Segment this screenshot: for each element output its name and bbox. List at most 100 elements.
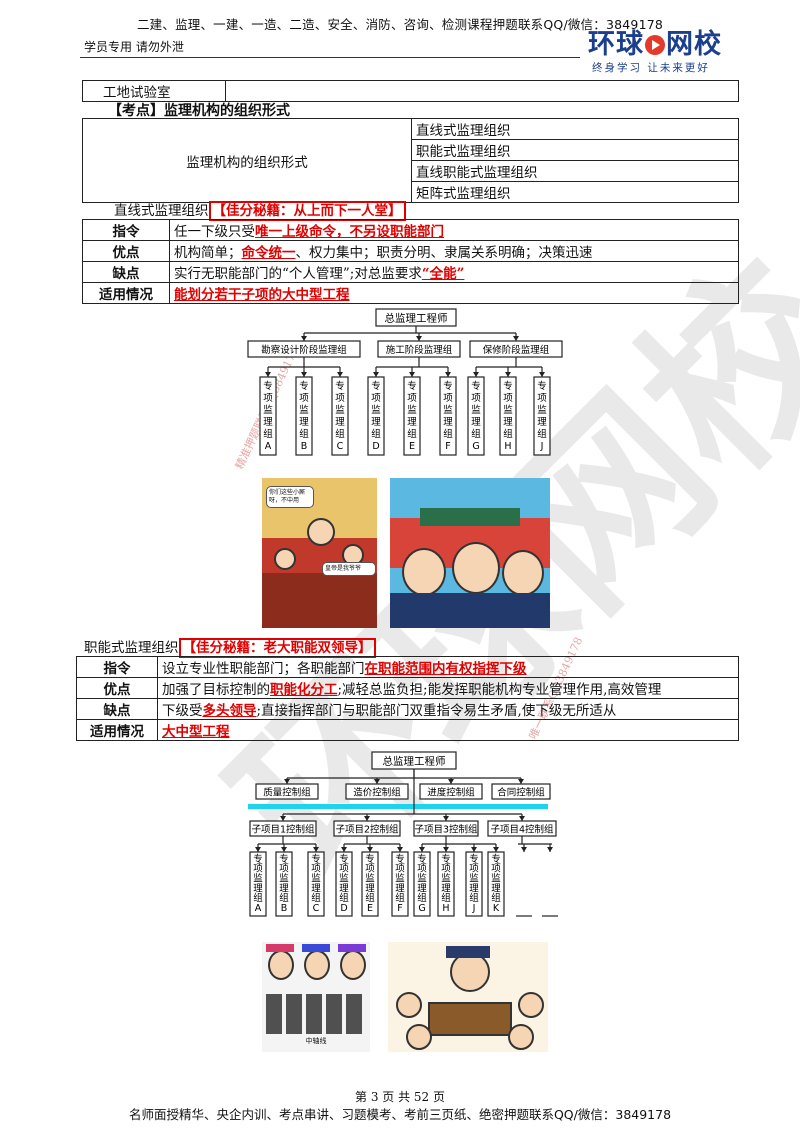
chart-leaf-char: 监: [441, 873, 451, 885]
chart-leaf-char: 理: [491, 883, 501, 894]
chart-leaf-char: 项: [335, 393, 345, 404]
chart-leaf-char: C: [337, 441, 344, 452]
chart-leaf-char: 组: [417, 892, 427, 904]
chart-leaf-char: 专: [407, 380, 417, 392]
chart-leaf-char: 组: [253, 892, 263, 904]
chart-leaf-char: 理: [335, 417, 345, 428]
chart-leaf-char: D: [340, 903, 347, 914]
highlight-span: 命令统一: [241, 245, 296, 261]
highlight-span: 职能化分工: [270, 682, 338, 698]
highlight-span: “全能”: [421, 266, 465, 282]
chart-function-box: [345, 783, 409, 800]
chart-leaf-char: 项: [299, 393, 309, 404]
page-number: 第 3 页 共 52 页: [355, 1090, 445, 1104]
chart-function-box: [491, 783, 551, 800]
highlight-span: 在职能范围内有权指挥下级: [364, 661, 527, 677]
chart-leaf-char: 专: [503, 380, 513, 392]
top-row-cell: 工地试验室: [82, 80, 226, 102]
chart-leaf-char: 监: [253, 873, 263, 885]
chart-leaf-char: E: [409, 441, 415, 452]
linear-table: 指令 任一下级只受唯一上级命令，不另设职能部门 优点 机构简单；命令统一、权力集…: [82, 219, 739, 304]
chart-leaf-char: 监: [471, 404, 481, 416]
chart-leaf-box: [259, 376, 277, 456]
chart-leaf-char: 项: [279, 864, 289, 875]
highlight-span: 能划分若干子项的大中型工程: [174, 287, 350, 303]
row-value: 能划分若干子项的大中型工程: [169, 282, 739, 304]
row-label: 适用情况: [76, 719, 158, 741]
chart-leaf-box: [437, 851, 455, 917]
chart-leaf-char: 专: [339, 853, 349, 865]
table-row: 优点 加强了目标控制的职能化分工;减轻总监负担;能发挥职能机构专业管理作用,高效…: [76, 677, 739, 699]
chart-leaf-box: [533, 376, 551, 456]
chart-leaf-char: A: [265, 441, 272, 452]
chart-leaf-box: [331, 376, 349, 456]
chart-subproject-label: 子项目3控制组: [414, 824, 478, 836]
highlight-span: 大中型工程: [162, 724, 230, 740]
logo-slogan: 终身学习 让未来更好: [592, 62, 710, 74]
chart-leaf-char: J: [472, 903, 476, 914]
forms-item: 矩阵式监理组织: [411, 181, 739, 203]
chart-leaf-char: 专: [311, 853, 321, 865]
chart-leaf-char: 组: [395, 892, 405, 904]
row-label: 缺点: [82, 261, 170, 283]
chart-leaf-char: A: [255, 903, 262, 914]
row-label: 缺点: [76, 698, 158, 720]
arrow-head: [519, 816, 525, 821]
chart-leaf-box: [275, 851, 293, 917]
chart-leaf-char: D: [372, 441, 379, 452]
text-span: 机构简单；: [174, 245, 242, 261]
chart-leaf-char: C: [313, 903, 320, 914]
chart-leaf-box: [487, 851, 505, 917]
chart-leaf-char: 专: [335, 380, 345, 392]
chart-leaf-char: 理: [339, 883, 349, 894]
chart-leaf-box: [249, 851, 267, 917]
chart-function-box: [255, 783, 319, 800]
chart-leaf-char: 理: [253, 883, 263, 894]
chart-leaf-char: 监: [263, 404, 273, 416]
arrow-head: [364, 816, 370, 821]
chart-leaf-char: H: [504, 441, 511, 452]
chart-leaf-char: G: [472, 441, 479, 452]
chart-leaf-char: 组: [469, 892, 479, 904]
chart-leaf-char: 组: [491, 892, 501, 904]
arrow-head: [473, 372, 479, 377]
chart-leaf-char: 监: [335, 404, 345, 416]
cartoon-caption: 中轴线: [305, 1037, 327, 1045]
brand-logo: 环球网校 终身学习 让未来更好: [588, 30, 738, 80]
forms-item: 职能式监理组织: [411, 139, 739, 161]
chart-root-label: 总监理工程师: [385, 312, 448, 325]
arrow-head: [313, 847, 319, 852]
chart-leaf-char: 组: [371, 428, 381, 440]
chart-leaf-char: 监: [443, 404, 453, 416]
chart-leaf-char: F: [445, 441, 450, 452]
chart-function-label: 合同控制组: [497, 787, 545, 799]
table-row: 指令 任一下级只受唯一上级命令，不另设职能部门: [82, 219, 739, 241]
arrow-head: [284, 779, 290, 784]
chart-leaf-char: 组: [335, 428, 345, 440]
arrow-head: [448, 779, 454, 784]
arrow-head: [367, 847, 373, 852]
header-notice: 学员专用 请勿外泄: [84, 40, 184, 54]
functional-org-chart: 总监理工程师质量控制组造价控制组进度控制组合同控制组子项目1控制组子项目2控制组…: [248, 751, 558, 917]
chart-leaf-box: [403, 376, 421, 456]
text-span: 实行无职能部门的“个人管理”;对总监要求: [174, 266, 422, 282]
chart-leaf-char: 组: [537, 428, 547, 440]
text-span: ;直接指挥部门与职能部门双重指令易生矛盾,使下级无所适从: [256, 703, 617, 719]
arrow-head: [301, 336, 307, 341]
chart-leaf-char: 项: [471, 393, 481, 404]
chart-leaf-box: [467, 376, 485, 456]
chart-subproject-label: 子项目1控制组: [251, 824, 315, 836]
chart-leaf-char: 监: [365, 873, 375, 885]
linear-heading: 直线式监理组织【佳分秘籍：从上而下一人堂】: [114, 199, 406, 221]
cartoon-emperor-meeting: [388, 942, 548, 1052]
table-row: 指令 设立专业性职能部门；各职能部门在职能范围内有权指挥下级: [76, 656, 739, 678]
text-span: 设立专业性职能部门；各职能部门: [162, 661, 365, 677]
chart-leaf-char: F: [397, 903, 402, 914]
chart-leaf-char: 专: [395, 853, 405, 865]
chart-leaf-char: B: [281, 903, 288, 914]
footer-contact: 名师面授精华、央企内训、考点串讲、习题模考、考前三页纸、绝密押题联系QQ/微信：…: [128, 1107, 672, 1122]
chart-leaf-char: K: [493, 903, 500, 914]
row-label: 指令: [82, 219, 170, 241]
linear-heading-text: 直线式监理组织: [114, 203, 209, 219]
arrow-head: [397, 847, 403, 852]
